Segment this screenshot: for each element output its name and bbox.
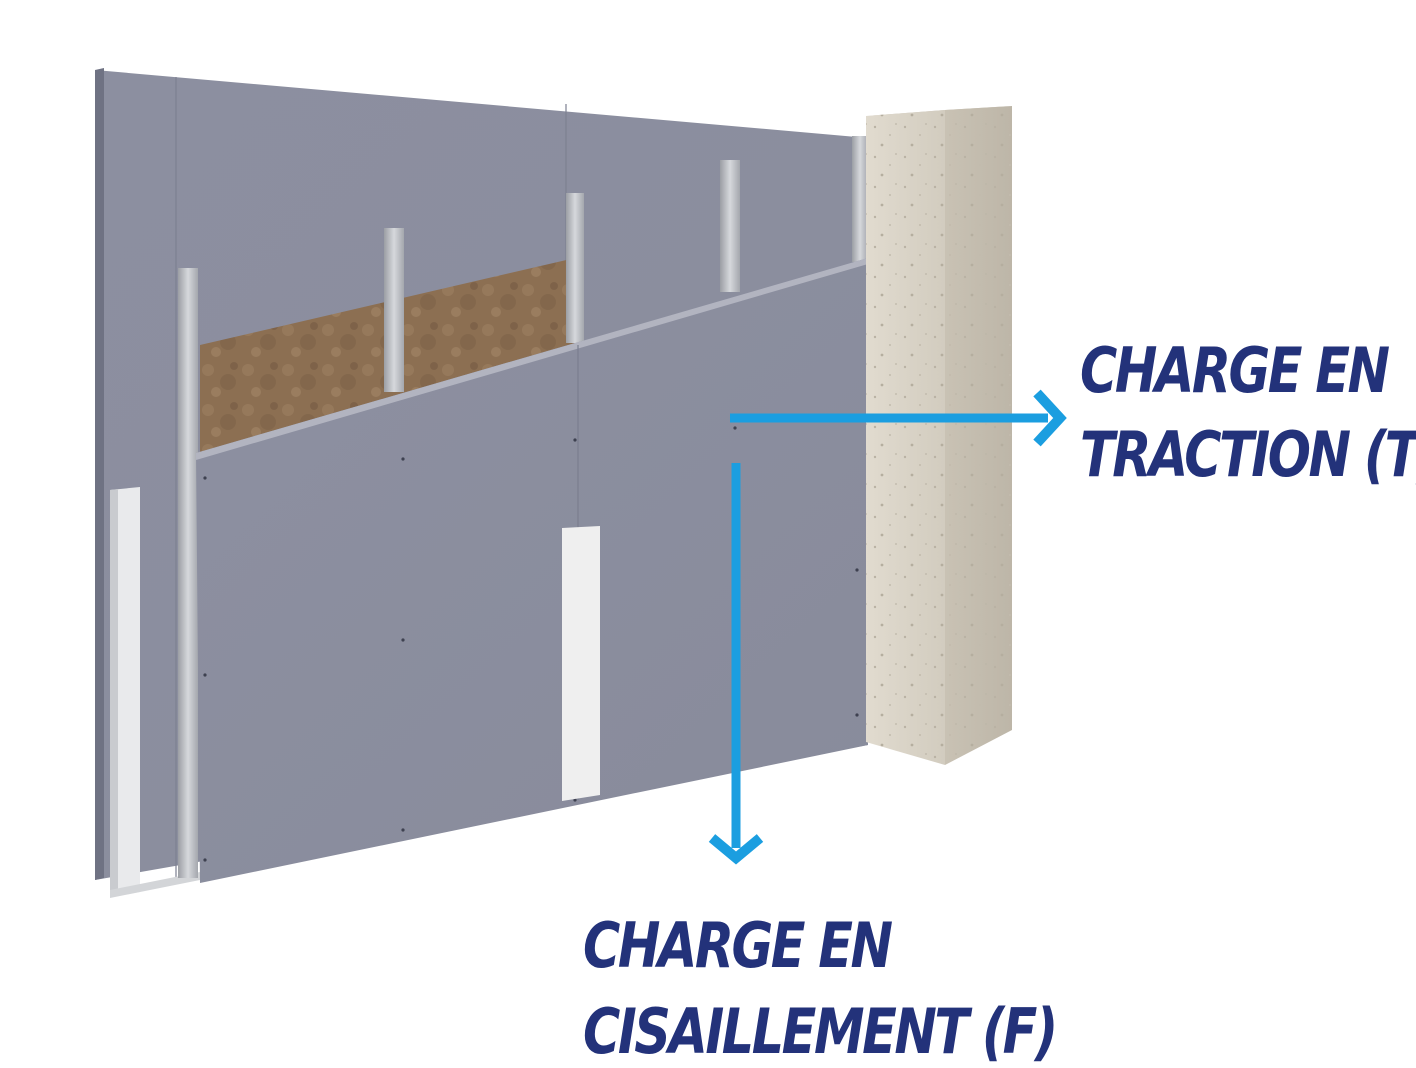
shear-label-line2: CISAILLEMENT (F) xyxy=(583,1001,1056,1063)
stud xyxy=(852,136,868,262)
stud xyxy=(566,193,584,343)
shear-load-label: CHARGE EN CISAILLEMENT (F) xyxy=(583,915,1056,1063)
traction-load-label: CHARGE EN TRACTION (T) xyxy=(1080,340,1416,486)
concrete-column xyxy=(866,106,1012,765)
traction-label-line1: CHARGE EN xyxy=(1080,340,1416,402)
back-board-edge xyxy=(95,68,104,880)
stud xyxy=(720,160,740,292)
traction-label-line2: TRACTION (T) xyxy=(1080,424,1416,486)
shear-label-line1: CHARGE EN xyxy=(583,915,1056,977)
joint-tape xyxy=(562,526,600,801)
stud xyxy=(178,268,198,878)
stud xyxy=(384,228,404,392)
